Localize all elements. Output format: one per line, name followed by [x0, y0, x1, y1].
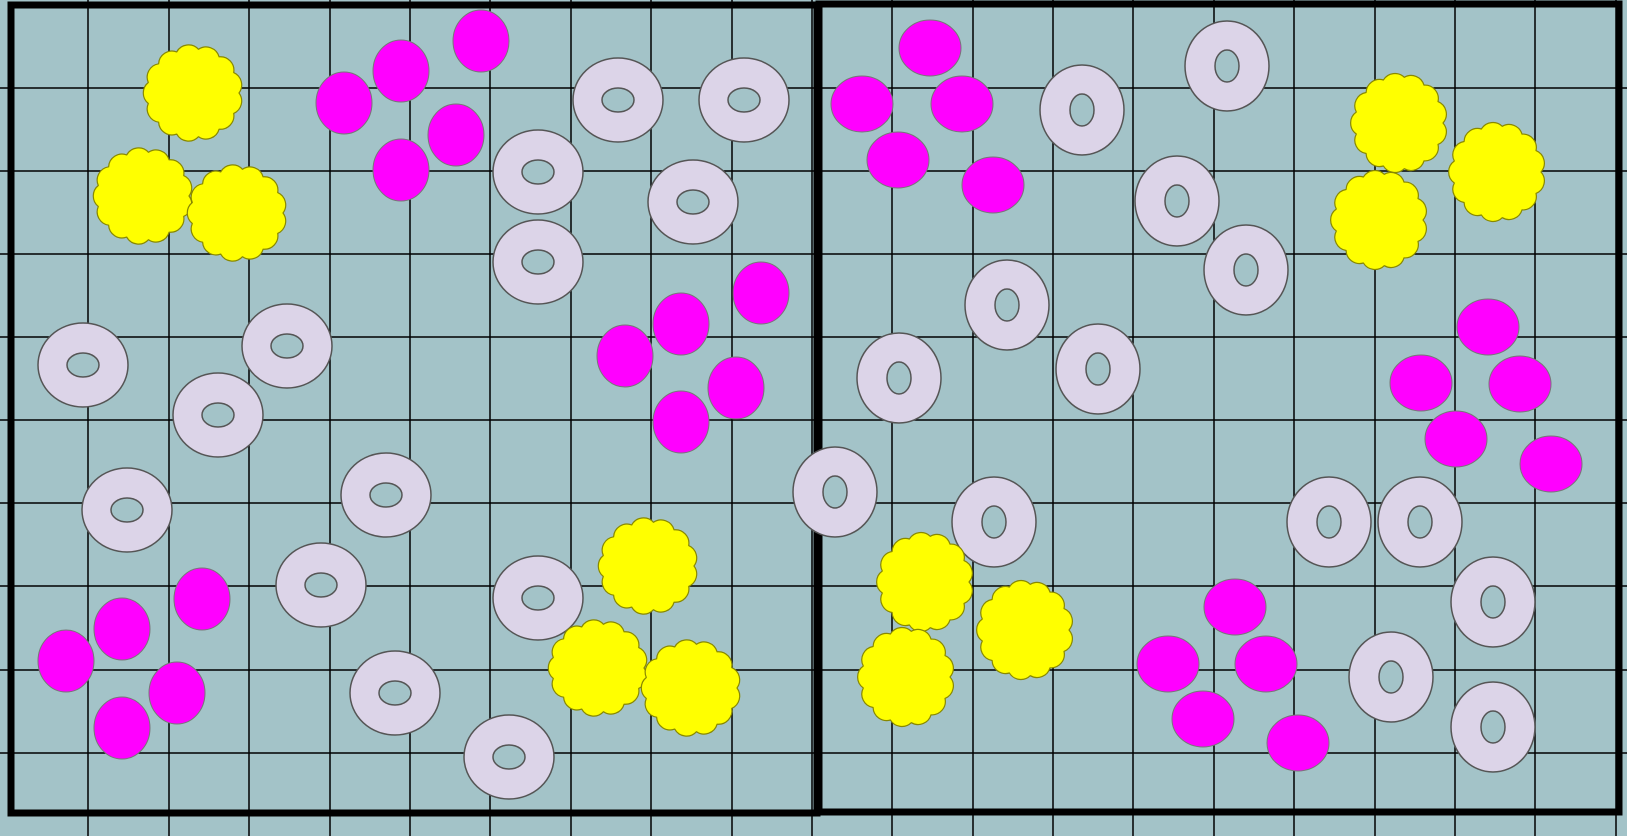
magenta-dot-piece — [1235, 636, 1297, 692]
ring-hole — [111, 498, 143, 522]
ring-hole — [1086, 353, 1110, 385]
ring-hole — [271, 334, 303, 358]
magenta-dot-piece — [867, 132, 929, 188]
ring-hole — [370, 483, 402, 507]
magenta-dot-piece — [1457, 299, 1519, 355]
magenta-dot-piece — [428, 104, 484, 166]
magenta-dot-piece — [94, 598, 150, 660]
ring-hole — [522, 250, 554, 274]
ring-hole — [379, 681, 411, 705]
ring-hole — [1165, 185, 1189, 217]
magenta-dot-piece — [962, 157, 1024, 213]
magenta-dot-piece — [1267, 715, 1329, 771]
magenta-dot-piece — [597, 325, 653, 387]
magenta-dot-piece — [1520, 436, 1582, 492]
magenta-dot-piece — [149, 662, 205, 724]
ring-hole — [1215, 50, 1239, 82]
ring-hole — [677, 190, 709, 214]
magenta-dot-piece — [373, 40, 429, 102]
ring-hole — [522, 160, 554, 184]
ring-hole — [1317, 506, 1341, 538]
ring-hole — [995, 289, 1019, 321]
magenta-dot-piece — [733, 262, 789, 324]
ring-hole — [1379, 661, 1403, 693]
magenta-dot-piece — [1172, 691, 1234, 747]
magenta-dot-piece — [708, 357, 764, 419]
magenta-dot-piece — [1425, 411, 1487, 467]
ring-hole — [887, 362, 911, 394]
ring-hole — [202, 403, 234, 427]
magenta-dot-piece — [174, 568, 230, 630]
magenta-dot-piece — [931, 76, 993, 132]
ring-hole — [602, 88, 634, 112]
ring-hole — [1070, 94, 1094, 126]
magenta-dot-piece — [1390, 355, 1452, 411]
ring-hole — [493, 745, 525, 769]
magenta-dot-piece — [453, 10, 509, 72]
ring-hole — [1234, 254, 1258, 286]
ring-hole — [823, 476, 847, 508]
magenta-dot-piece — [38, 630, 94, 692]
magenta-dot-piece — [653, 391, 709, 453]
ring-hole — [1481, 711, 1505, 743]
ring-hole — [982, 506, 1006, 538]
magenta-dot-piece — [373, 139, 429, 201]
ring-hole — [1481, 586, 1505, 618]
magenta-dot-piece — [316, 72, 372, 134]
magenta-dot-piece — [94, 697, 150, 759]
magenta-dot-piece — [1137, 636, 1199, 692]
ring-hole — [67, 353, 99, 377]
magenta-dot-piece — [653, 293, 709, 355]
magenta-dot-piece — [831, 76, 893, 132]
ring-hole — [522, 586, 554, 610]
ring-hole — [728, 88, 760, 112]
magenta-dot-piece — [1489, 356, 1551, 412]
ring-hole — [1408, 506, 1432, 538]
magenta-dot-piece — [1204, 579, 1266, 635]
magenta-dot-piece — [899, 20, 961, 76]
ring-hole — [305, 573, 337, 597]
